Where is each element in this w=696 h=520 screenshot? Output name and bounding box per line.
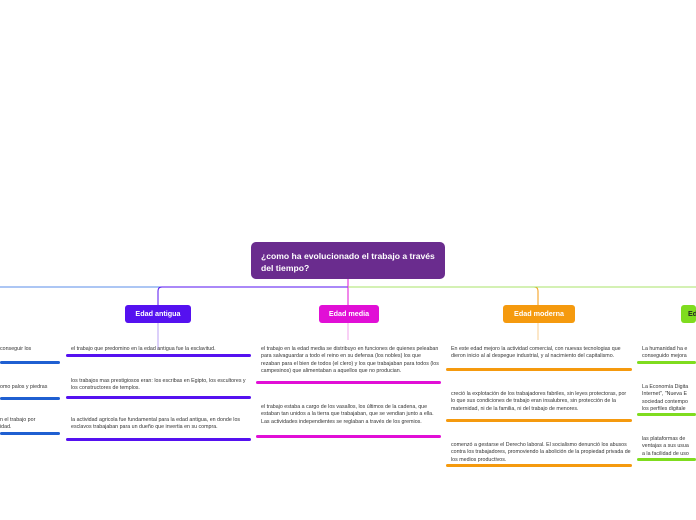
node-edad-moderna[interactable]: Edad moderna (503, 305, 575, 323)
leaf-underline (637, 413, 696, 416)
leaf-prehistoria-3[interactable]: n el trabajo por idad. (0, 417, 36, 431)
link-antigua (157, 286, 348, 305)
leaf-underline (446, 419, 632, 422)
leaf-moderna-1[interactable]: En este edad mejoro la actividad comerci… (451, 346, 621, 360)
leaf-media-2[interactable]: el trabajo estaba a cargo de los vasallo… (261, 404, 434, 425)
leaf-contemporanea-2[interactable]: La Economía Digita Internet", "Nueva E s… (642, 384, 689, 412)
leaf-underline (66, 438, 251, 441)
leaf-underline (637, 458, 696, 461)
leaf-antigua-2[interactable]: los trabajos mas prestigiosos eran: los … (71, 378, 246, 392)
leaf-prehistoria-2[interactable]: omo palos y piedras (0, 384, 48, 390)
link-prehistoria (0, 279, 349, 288)
leaf-underline (446, 368, 632, 371)
leaf-underline (256, 381, 441, 384)
leaf-underline (256, 435, 441, 438)
leaf-contemporanea-3[interactable]: las plataformas de ventajas a sus usua a… (642, 436, 689, 457)
leaf-antigua-1[interactable]: el trabajo que predomino en la edad anti… (71, 346, 216, 352)
leaf-moderna-3[interactable]: comenzó a gestarse el Derecho laboral. E… (451, 442, 631, 463)
leaf-media-1[interactable]: el trabajo en la edad media se distribuy… (261, 346, 439, 374)
leaf-moderna-2[interactable]: creció la explotación de los trabajadore… (451, 391, 627, 412)
leaf-underline (446, 464, 632, 467)
node-edad-antigua[interactable]: Edad antigua (125, 305, 191, 323)
leaf-antigua-3[interactable]: la actividad agricola fue fundamental pa… (71, 417, 241, 431)
leaf-underline (0, 432, 60, 435)
leaf-underline (0, 397, 60, 400)
leaf-underline (66, 354, 251, 357)
leaf-underline (0, 361, 60, 364)
central-topic[interactable]: ¿como ha evolucionado el trabajo a travé… (251, 242, 445, 279)
node-edad-media[interactable]: Edad media (319, 305, 379, 323)
leaf-underline (637, 361, 696, 364)
leaf-contemporanea-1[interactable]: La humanidad ha e conseguido mejora (642, 346, 688, 360)
node-edad-contemporanea[interactable]: Ed (681, 305, 696, 323)
leaf-underline (66, 396, 251, 399)
link-moderna (348, 286, 539, 305)
leaf-prehistoria-1[interactable]: conseguir los (0, 346, 32, 352)
